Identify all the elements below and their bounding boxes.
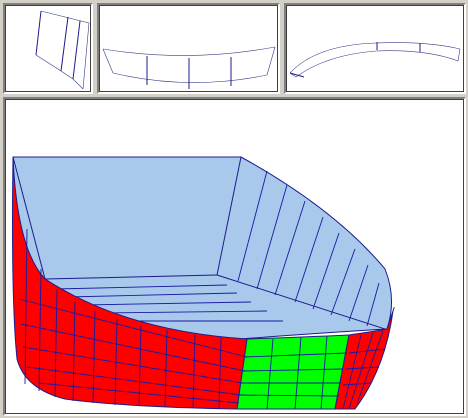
perspective-hull — [12, 156, 395, 410]
perspective-viewport[interactable] — [3, 97, 466, 416]
side-view-wireframe — [35, 10, 90, 90]
hull-side-green — [236, 334, 350, 410]
front-view-wireframe — [102, 46, 276, 89]
top-view-wireframe — [289, 42, 461, 78]
hull-side-red — [12, 156, 248, 410]
front-view-viewport[interactable] — [97, 3, 280, 94]
side-view-viewport[interactable] — [3, 3, 93, 94]
top-view-viewport[interactable] — [284, 3, 466, 94]
